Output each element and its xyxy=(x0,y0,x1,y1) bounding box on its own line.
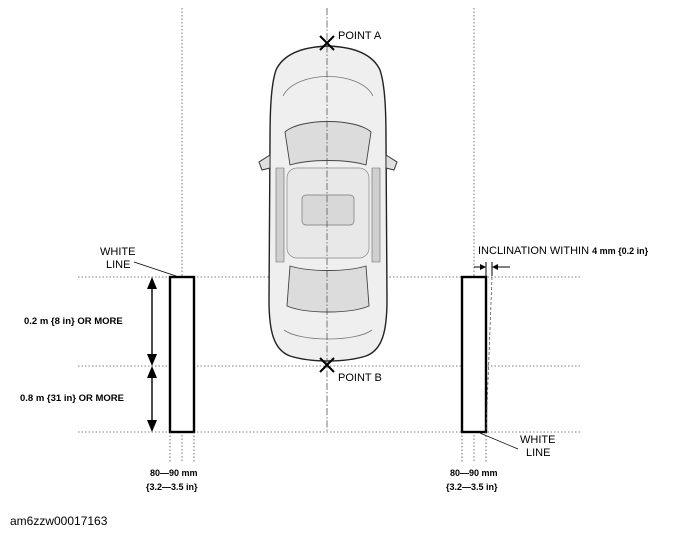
point-a-marker xyxy=(319,35,335,51)
right-white-line-label-2: LINE xyxy=(526,447,550,459)
point-b-label: POINT B xyxy=(338,372,382,384)
left-white-line-label-2: LINE xyxy=(106,259,130,271)
vehicle-left-side-windows xyxy=(275,167,285,263)
vehicle-right-mirror xyxy=(385,154,398,171)
right-white-line-label-1: WHITE xyxy=(520,434,555,446)
right-white-line-marker xyxy=(460,275,488,434)
vehicle-rear-window xyxy=(286,265,370,313)
vehicle-left-mirror xyxy=(258,154,271,171)
vehicle-sunroof xyxy=(301,194,355,226)
inclination-label-value: 4 mm {0.2 in} xyxy=(592,246,649,256)
vehicle-right-side-windows xyxy=(371,167,381,263)
vehicle-top-view xyxy=(258,45,398,362)
left-dimension-arrows xyxy=(147,277,157,432)
left-width-ticks xyxy=(169,432,195,462)
right-width-in-label: {3.2—3.5 in} xyxy=(446,482,498,492)
bottom-gap-dimension-label: 0.8 m {31 in} OR MORE xyxy=(20,393,124,404)
left-width-mm-label: 80—90 mm xyxy=(150,468,198,478)
right-width-mm-label: 80—90 mm xyxy=(450,468,498,478)
wheel-alignment-diagram: POINT A POINT B WHITE LINE 0.2 m {8 in} … xyxy=(20,8,649,492)
right-width-ticks xyxy=(461,432,487,462)
left-white-line-leader xyxy=(133,261,177,277)
point-b-marker xyxy=(319,357,335,373)
inclination-dimension-arrows xyxy=(474,262,510,276)
left-width-in-label: {3.2—3.5 in} xyxy=(146,482,198,492)
left-white-line-marker xyxy=(168,275,196,434)
inclination-label-prefix: INCLINATION WITHIN xyxy=(478,245,592,257)
vehicle-hood-line xyxy=(282,76,374,97)
figure-id: am6zzw00017163 xyxy=(10,514,108,528)
right-marker-inclined-edge xyxy=(485,276,493,433)
left-white-line-label-1: WHITE xyxy=(100,246,135,258)
vehicle-trunk-line xyxy=(283,329,373,340)
point-a-label: POINT A xyxy=(338,30,382,42)
vehicle-windshield xyxy=(284,121,372,166)
top-gap-dimension-label: 0.2 m {8 in} OR MORE xyxy=(24,316,123,327)
inclination-label: INCLINATION WITHIN 4 mm {0.2 in} xyxy=(478,245,649,257)
